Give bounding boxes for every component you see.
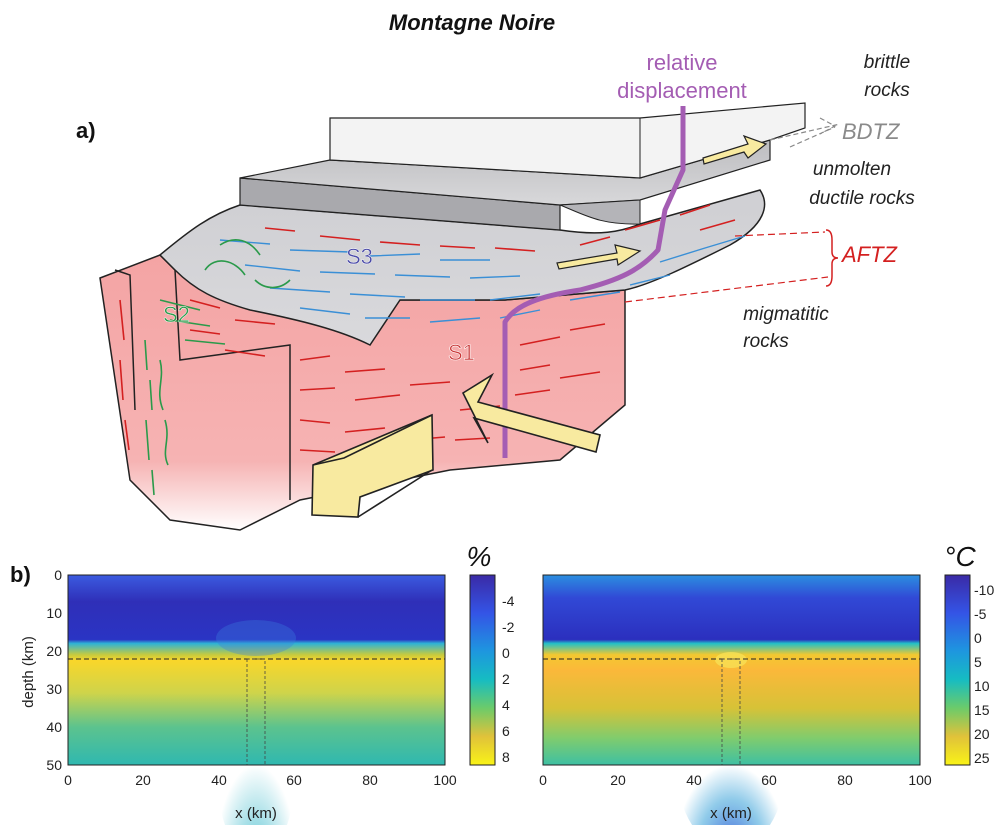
colorbar-temperature-unit: °C <box>944 541 976 572</box>
compression-arrows <box>311 372 601 518</box>
x-tick: 20 <box>610 772 626 788</box>
y-tick: 40 <box>46 719 62 735</box>
y-tick: 20 <box>46 643 62 659</box>
left-x-axis-label: x (km) <box>235 805 277 822</box>
s2-label: S2 <box>163 302 190 327</box>
colorbar-strain-unit: % <box>467 541 492 572</box>
cbar-tick: 15 <box>974 702 990 718</box>
cbar-tick: 4 <box>502 697 510 713</box>
cbar-tick: 2 <box>502 671 510 687</box>
displacement-label: relative displacement <box>617 50 747 103</box>
cbar-tick: -10 <box>974 582 994 598</box>
cbar-tick: -2 <box>502 619 515 635</box>
cbar-tick: 0 <box>974 630 982 646</box>
cbar-tick: 8 <box>502 749 510 765</box>
s2-foliation-lines <box>144 239 291 496</box>
migmatitic-label-1: migmatitic <box>743 304 829 325</box>
cbar-tick: 20 <box>974 726 990 742</box>
cbar-tick: -4 <box>502 593 515 609</box>
colorbar-strain-ticks: -4 -2 0 2 4 6 8 <box>502 593 515 765</box>
x-tick: 0 <box>539 772 547 788</box>
cbar-tick: 6 <box>502 723 510 739</box>
right-x-axis-label: x (km) <box>710 805 752 822</box>
aftz-guide <box>624 231 829 303</box>
x-tick: 100 <box>433 772 457 788</box>
y-tick: 10 <box>46 605 62 621</box>
s3-label: S3 <box>346 244 373 269</box>
aftz-brace <box>825 229 839 287</box>
figure-title: Montagne Noire <box>389 10 555 35</box>
colorbar-temperature-ticks: -10 -5 0 5 10 15 20 25 <box>974 582 994 766</box>
y-tick: 50 <box>46 757 62 773</box>
right-x-ticks: 0 20 40 60 80 100 <box>539 772 932 788</box>
heatmap-temperature <box>542 574 921 825</box>
brittle-label-1: brittle <box>864 52 910 73</box>
migmatitic-label-2: rocks <box>743 331 789 352</box>
cbar-tick: 5 <box>974 654 982 670</box>
bdtz-guide <box>769 117 841 148</box>
y-axis-label: depth (km) <box>20 636 37 708</box>
cbar-tick: 0 <box>502 645 510 661</box>
unmolten-label-1: unmolten <box>813 159 891 180</box>
panel-b-label: b) <box>10 562 31 587</box>
unmolten-label-2: ductile rocks <box>809 188 915 209</box>
left-x-ticks: 0 20 40 60 80 100 <box>64 772 457 788</box>
shear-arrows <box>556 134 768 270</box>
colorbar-temperature <box>944 574 971 766</box>
displacement-label-line2: displacement <box>617 78 747 103</box>
x-tick: 60 <box>286 772 302 788</box>
heatmap-strain <box>67 574 446 825</box>
x-tick: 80 <box>362 772 378 788</box>
s1-label: S1 <box>448 340 475 365</box>
panel-b: b) depth (km) 0 10 20 30 40 50 0 20 40 6… <box>10 541 994 825</box>
x-tick: 100 <box>908 772 932 788</box>
cbar-tick: -5 <box>974 606 987 622</box>
aftz-label: AFTZ <box>840 242 899 267</box>
displacement-label-line1: relative <box>647 50 718 75</box>
x-tick: 40 <box>686 772 702 788</box>
y-tick: 0 <box>54 567 62 583</box>
brittle-label-2: rocks <box>864 80 910 101</box>
x-tick: 20 <box>135 772 151 788</box>
relative-displacement-line <box>502 106 686 458</box>
x-tick: 60 <box>761 772 777 788</box>
colorbar-strain <box>469 574 496 766</box>
x-tick: 0 <box>64 772 72 788</box>
y-tick: 30 <box>46 681 62 697</box>
brittle-layer <box>329 102 806 179</box>
x-tick: 80 <box>837 772 853 788</box>
bdtz-label: BDTZ <box>842 119 901 144</box>
panel-a-label: a) <box>76 118 96 143</box>
panel-a: a) <box>76 50 915 531</box>
left-y-ticks: 0 10 20 30 40 50 <box>46 567 62 773</box>
cbar-tick: 25 <box>974 750 990 766</box>
cbar-tick: 10 <box>974 678 990 694</box>
x-tick: 40 <box>211 772 227 788</box>
